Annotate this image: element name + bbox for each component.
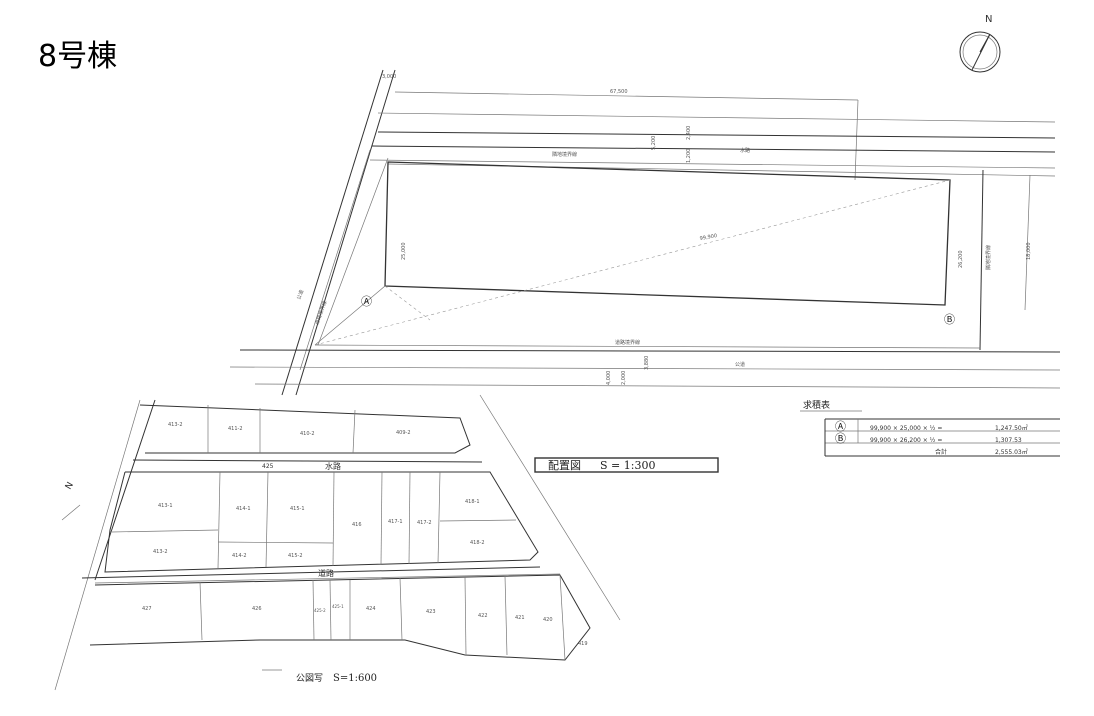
svg-text:配置図: 配置図 — [548, 459, 581, 472]
svg-text:427: 427 — [142, 606, 152, 612]
svg-text:416: 416 — [352, 522, 362, 528]
svg-text:Ⓐ: Ⓐ — [835, 420, 846, 433]
svg-text:425: 425 — [262, 463, 274, 470]
svg-text:422: 422 — [478, 613, 488, 619]
svg-text:99,900: 99,900 — [699, 233, 717, 242]
svg-text:419: 419 — [578, 641, 588, 647]
svg-text:4,000: 4,000 — [606, 371, 612, 385]
svg-text:418-1: 418-1 — [465, 499, 480, 505]
svg-text:公道: 公道 — [295, 289, 305, 301]
svg-text:Ⓑ: Ⓑ — [835, 432, 846, 445]
svg-text:18,000: 18,000 — [1026, 243, 1032, 261]
svg-text:99,900 × 26,200 × ½ =: 99,900 × 26,200 × ½ = — [870, 437, 942, 444]
area-table: 求積表 Ⓐ 99,900 × 25,000 × ½ = 1,247.50㎡ Ⓑ … — [800, 399, 1060, 457]
svg-text:414-1: 414-1 — [236, 506, 251, 512]
svg-text:水路: 水路 — [740, 147, 750, 154]
svg-text:2,000: 2,000 — [621, 371, 627, 385]
svg-text:道路境界線: 道路境界線 — [313, 300, 328, 326]
svg-text:3,880: 3,880 — [644, 356, 650, 370]
point-b: Ⓑ — [944, 313, 955, 326]
svg-text:421: 421 — [515, 615, 525, 621]
area-row-a: Ⓐ 99,900 × 25,000 × ½ = 1,247.50㎡ — [835, 420, 1028, 433]
svg-text:道路境界線: 道路境界線 — [615, 339, 640, 346]
svg-text:417-2: 417-2 — [417, 520, 432, 526]
svg-text:道路: 道路 — [318, 568, 334, 578]
building-title: 8号棟 — [38, 39, 117, 74]
svg-text:求積表: 求積表 — [803, 399, 830, 411]
svg-text:414-2: 414-2 — [232, 553, 247, 559]
svg-text:417-1: 417-1 — [388, 519, 403, 525]
svg-text:415-1: 415-1 — [290, 506, 305, 512]
svg-text:99,900 × 25,000 × ½ =: 99,900 × 25,000 × ½ = — [870, 425, 942, 432]
svg-text:N: N — [985, 14, 992, 25]
svg-text:隣地境界線: 隣地境界線 — [552, 151, 577, 158]
svg-text:423: 423 — [426, 609, 436, 615]
svg-text:2,555.03㎡: 2,555.03㎡ — [995, 448, 1028, 456]
svg-text:426: 426 — [252, 606, 262, 612]
svg-text:2,400: 2,400 — [686, 126, 692, 140]
site-boundary: 99,900 18,000 25,000 26,200 隣地境界線 Ⓐ Ⓑ — [314, 161, 1032, 351]
svg-text:S = 1:300: S = 1:300 — [600, 459, 655, 472]
svg-text:公道: 公道 — [735, 361, 745, 368]
svg-text:410-2: 410-2 — [300, 431, 315, 437]
area-row-b: Ⓑ 99,900 × 26,200 × ½ = 1,307.53 — [835, 432, 1022, 445]
svg-text:413-2: 413-2 — [168, 422, 183, 428]
svg-text:25,000: 25,000 — [401, 243, 407, 261]
svg-text:1,307.53: 1,307.53 — [995, 437, 1022, 444]
svg-text:隣地境界線: 隣地境界線 — [985, 245, 992, 270]
svg-text:26,200: 26,200 — [958, 251, 964, 269]
svg-text:N: N — [64, 481, 76, 492]
left-road-lines: 公道 道路境界線 — [281, 69, 396, 396]
svg-text:3,000: 3,000 — [382, 74, 396, 80]
svg-text:424: 424 — [366, 606, 376, 612]
svg-text:415-2: 415-2 — [288, 553, 303, 559]
waterway-lines: 隣地境界線 水路 5,200 2,400 1,200 — [369, 112, 1056, 177]
cadastral-map: N 425 水路 道路 — [54, 394, 621, 691]
svg-text:1,200: 1,200 — [686, 149, 692, 163]
cadastral-label: 公図写 — [296, 673, 323, 684]
public-road: 道路境界線 公道 4,000 2,000 3,880 — [229, 339, 1061, 389]
svg-text:5,200: 5,200 — [651, 136, 657, 150]
north-arrow-icon: N — [959, 14, 1001, 73]
point-a: Ⓐ — [361, 295, 372, 308]
svg-text:420: 420 — [543, 617, 553, 623]
svg-text:413-2: 413-2 — [153, 549, 168, 555]
svg-text:418-2: 418-2 — [470, 540, 485, 546]
svg-text:425-1: 425-1 — [332, 604, 344, 609]
svg-text:合計: 合計 — [935, 448, 947, 456]
svg-text:水路: 水路 — [325, 461, 341, 471]
dim-top: 67,500 — [610, 89, 628, 95]
svg-text:413-1: 413-1 — [158, 503, 173, 509]
svg-text:425-2: 425-2 — [314, 608, 326, 613]
site-plan-scale-label: 配置図 S = 1:300 — [534, 457, 719, 473]
svg-text:1,247.50㎡: 1,247.50㎡ — [995, 424, 1028, 432]
svg-text:411-2: 411-2 — [228, 426, 243, 432]
cadastral-scale: S=1:600 — [333, 673, 377, 684]
svg-text:409-2: 409-2 — [396, 430, 411, 436]
